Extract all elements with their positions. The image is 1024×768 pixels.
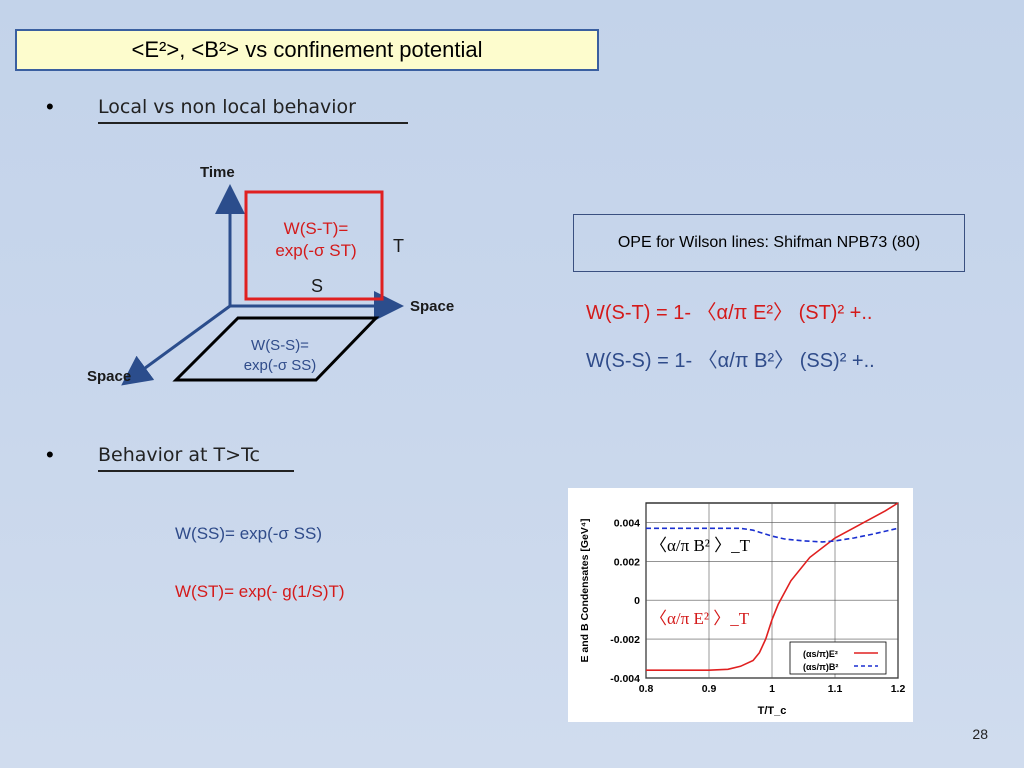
space-axis-left-label: Space bbox=[87, 368, 132, 385]
ss-box-line1: W(S-S)= bbox=[251, 337, 309, 354]
ope-reference-text: OPE for Wilson lines: Shifman NPB73 (80) bbox=[617, 234, 921, 251]
ss-box-label: W(S-S)= exp(-σ SS) bbox=[205, 336, 355, 376]
ss-box-line2: exp(-σ SS) bbox=[243, 357, 317, 374]
space-axis-left bbox=[121, 304, 231, 386]
x-tick-label: 0.8 bbox=[639, 683, 654, 695]
ope-eq-st: W(S-T) = 1- 〈α/π E²〉 (ST)² +.. bbox=[586, 302, 873, 324]
y-tick-label: -0.004 bbox=[610, 673, 640, 685]
x-tick-label: 0.9 bbox=[702, 683, 717, 695]
spacetime-loop-box bbox=[244, 190, 384, 301]
high-t-eq-st: W(ST)= exp(- g(1/S)T) bbox=[175, 582, 345, 601]
y-tick-label: 0.004 bbox=[614, 517, 640, 529]
bullet-marker-2: • bbox=[46, 442, 54, 467]
y-tick-label: -0.002 bbox=[610, 634, 640, 646]
series-line-1 bbox=[646, 527, 899, 543]
slide-title-text: <E²>, <B²> vs confinement potential bbox=[131, 37, 483, 62]
bullet-high-temperature: Behavior at T>Tc bbox=[98, 444, 294, 472]
t-dimension-label: T bbox=[393, 236, 404, 256]
series-line-0 bbox=[646, 502, 899, 671]
s-dimension-label: S bbox=[311, 276, 324, 296]
high-t-eq-ss: W(SS)= exp(-σ SS) bbox=[175, 524, 322, 543]
st-box-line1: W(S-T)= bbox=[283, 219, 349, 238]
x-axis-label: T/T_c bbox=[758, 705, 787, 717]
ope-reference-box: OPE for Wilson lines: Shifman NPB73 (80) bbox=[573, 214, 965, 272]
slide-title: <E²>, <B²> vs confinement potential bbox=[15, 29, 599, 71]
legend-label-0: (αs/π)E² bbox=[803, 649, 838, 659]
space-space-loop-box bbox=[172, 316, 380, 382]
ope-eq-ss: W(S-S) = 1- 〈α/π B²〉 (SS)² +.. bbox=[586, 350, 875, 372]
space-axis-right-label: Space bbox=[410, 298, 455, 315]
annotation-e2: 〈α/π E² 〉_T bbox=[650, 609, 750, 628]
st-box-line2: exp(-σ ST) bbox=[275, 241, 357, 260]
condensate-chart: 0.8 0.9 1 1.1 1.2 0.004 0.002 0 -0.002 -0.004T/T_… bbox=[579, 502, 906, 717]
legend-box bbox=[789, 641, 887, 675]
time-axis-label: Time bbox=[200, 164, 235, 181]
x-tick-label: 1.1 bbox=[828, 683, 843, 695]
y-axis-label: E and B Condensates [GeV⁴] bbox=[579, 518, 591, 662]
st-box-label: W(S-T)= exp(-σ ST) bbox=[250, 218, 382, 262]
y-tick-label: 0 bbox=[634, 595, 640, 607]
wilson-loop-diagram bbox=[121, 184, 404, 386]
x-tick-label: 1.2 bbox=[891, 683, 906, 695]
annotation-b2: 〈α/π B² 〉_T bbox=[650, 536, 751, 555]
bullet-marker-1: • bbox=[46, 94, 54, 119]
page-number: 28 bbox=[972, 726, 988, 742]
y-tick-label: 0.002 bbox=[614, 556, 640, 568]
x-tick-label: 1 bbox=[769, 683, 775, 695]
bullet-local-behavior: Local vs non local behavior bbox=[98, 96, 408, 124]
legend-label-1: (αs/π)B² bbox=[803, 662, 838, 672]
